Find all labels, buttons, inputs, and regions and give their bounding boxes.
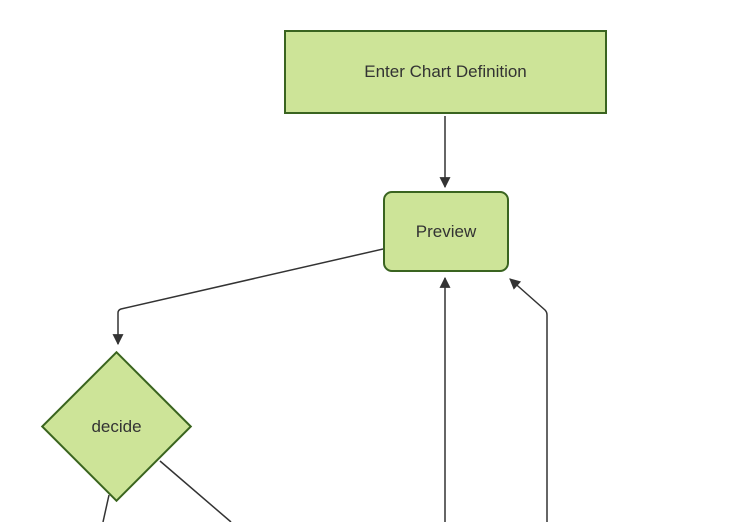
edge-decide-to-offscreen-left	[102, 494, 110, 522]
edge-preview-to-decide	[112, 248, 384, 346]
node-enter-chart-definition-label: Enter Chart Definition	[364, 62, 527, 81]
node-enter-chart-definition: Enter Chart Definition	[284, 30, 607, 114]
edge-offscreen-bottomright-to-preview	[509, 278, 548, 522]
edge-decide-to-offscreen-right	[159, 460, 232, 522]
node-preview: Preview	[383, 191, 509, 272]
node-preview-label: Preview	[415, 221, 477, 241]
